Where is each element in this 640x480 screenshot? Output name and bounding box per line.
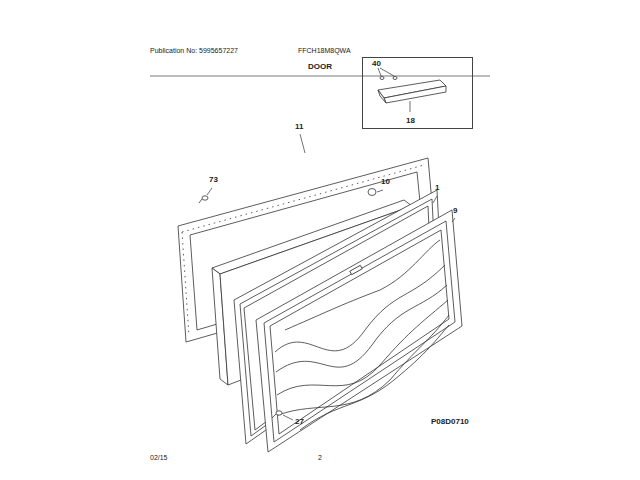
- door-handle: [378, 77, 446, 104]
- callout-number: 40: [372, 60, 381, 68]
- header-rule: [150, 76, 490, 77]
- leader-lines: [207, 68, 455, 420]
- date-code: 02/15: [150, 454, 168, 461]
- callout-number: 9: [453, 207, 457, 215]
- callout-number: 27: [295, 418, 304, 426]
- callout-number: 10: [381, 178, 390, 186]
- section-title: DOOR: [308, 63, 332, 71]
- page-number: 2: [318, 454, 322, 461]
- inset-box: 40 18: [362, 57, 473, 129]
- model-number: FFCH18M8QWA: [298, 47, 351, 54]
- fasteners: [199, 189, 376, 419]
- callout-number: 73: [209, 176, 218, 184]
- callout-number: 1: [435, 184, 439, 192]
- publication-number: Publication No: 5995657227: [150, 47, 238, 54]
- figure-code: P08D0710: [431, 418, 469, 426]
- outer-door-panel: [256, 210, 462, 452]
- callout-number: 11: [295, 123, 303, 131]
- callout-number: 18: [406, 117, 415, 125]
